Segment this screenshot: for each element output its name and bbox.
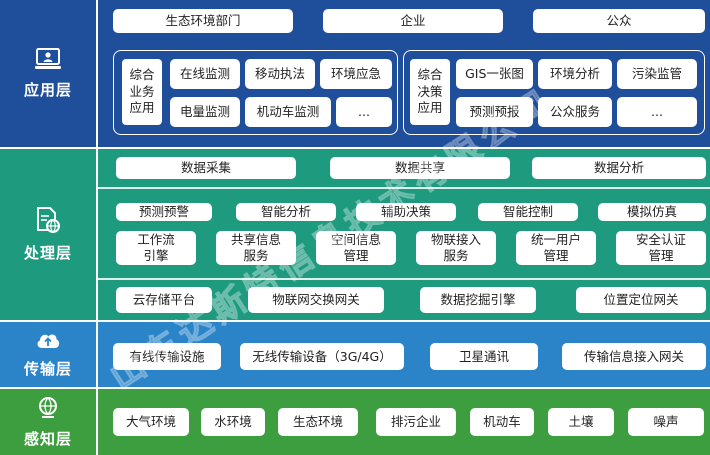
gis-map: GIS一张图 [456,59,533,89]
environment-analysis: 环境分析 [538,59,612,89]
computer-user-icon [35,48,61,69]
sensing-layer-title: 感知层 [23,429,72,448]
workflow-engine: 工作流引擎 [116,231,196,265]
atmosphere-environment: 大气环境 [113,408,189,436]
business-application-group: 综合业务应用 在线监测 移动执法 环境应急 电量监测 机动车监测 ... [113,50,398,135]
wired-transmission: 有线传输设施 [113,343,221,370]
pollution-supervision: 污染监管 [617,59,697,89]
business-application-title: 综合业务应用 [122,59,162,125]
audience-public: 公众 [533,9,705,33]
processing-layer-content: 数据采集 数据共享 数据分析 预测预警 智能分析 辅助决策 智能控制 模拟仿真 … [98,149,710,320]
mobile-enforcement: 移动执法 [245,59,315,89]
simulation: 模拟仿真 [598,203,706,221]
data-mining-engine: 数据挖掘引擎 [420,287,536,313]
processing-layer: 处理层 数据采集 数据共享 数据分析 预测预警 智能分析 辅助决策 智能控制 模… [0,149,710,320]
sensing-layer-label-panel: 感知层 [0,389,96,455]
application-layer-title: 应用层 [23,81,72,99]
data-collection: 数据采集 [116,157,296,179]
transport-layer-label-panel: 传输层 [0,322,96,387]
security-auth-management: 安全认证管理 [616,231,706,265]
forecast-prediction: 预测预报 [456,97,533,127]
transport-layer-title: 传输层 [23,360,72,378]
sensing-layer-content: 大气环境 水环境 生态环境 排污企业 机动车 土壤 噪声 [98,389,710,455]
intelligent-control: 智能控制 [478,203,578,221]
application-layer-label-panel: 应用层 [0,0,96,147]
polluting-enterprise: 排污企业 [376,408,456,436]
document-globe-icon [37,207,60,233]
processing-divider-2 [98,278,710,280]
transport-layer: 传输层 有线传输设施 无线传输设备（3G/4G） 卫星通讯 传输信息接入网关 [0,322,710,387]
public-service: 公众服务 [538,97,612,127]
decision-support: 辅助决策 [356,203,456,221]
motor-vehicle: 机动车 [470,408,534,436]
audience-environment-dept: 生态环境部门 [113,9,293,33]
vehicle-monitoring: 机动车监测 [245,97,331,127]
cloud-storage-platform: 云存储平台 [116,287,212,313]
application-layer: 应用层 生态环境部门 企业 公众 综合业务应用 在线监测 移动执法 环境应急 电… [0,0,710,147]
decision-more: ... [617,97,697,127]
application-layer-content: 生态环境部门 企业 公众 综合业务应用 在线监测 移动执法 环境应急 电量监测 … [98,0,710,147]
wireless-transmission: 无线传输设备（3G/4G） [240,343,404,370]
satellite-communication: 卫星通讯 [430,343,538,370]
processing-layer-title: 处理层 [23,244,72,262]
intelligent-analysis: 智能分析 [236,203,336,221]
data-sharing: 数据共享 [330,157,510,179]
audience-enterprise: 企业 [323,9,503,33]
power-monitoring: 电量监测 [170,97,240,127]
unified-user-management: 统一用户管理 [516,231,596,265]
spatial-info-management: 空间信息管理 [316,231,396,265]
iot-exchange-gateway: 物联网交换网关 [248,287,384,313]
water-environment: 水环境 [201,408,265,436]
soil: 土壤 [548,408,614,436]
processing-layer-label-panel: 处理层 [0,149,96,320]
iot-access-service: 物联接入服务 [416,231,496,265]
processing-divider-1 [98,187,710,189]
forecast-warning: 预测预警 [116,203,212,221]
decision-application-group: 综合决策应用 GIS一张图 环境分析 污染监管 预测预报 公众服务 ... [403,50,705,135]
online-monitoring: 在线监测 [170,59,240,89]
decision-application-title: 综合决策应用 [410,59,450,125]
shared-info-service: 共享信息服务 [216,231,296,265]
location-gateway: 位置定位网关 [576,287,706,313]
transmission-access-gateway: 传输信息接入网关 [562,343,706,370]
business-more: ... [336,97,392,127]
data-analysis: 数据分析 [532,157,706,179]
sensing-layer: 感知层 大气环境 水环境 生态环境 排污企业 机动车 土壤 噪声 [0,389,710,455]
globe-pin-icon [39,396,57,418]
environment-emergency: 环境应急 [320,59,392,89]
ecological-environment: 生态环境 [278,408,358,436]
noise: 噪声 [628,408,704,436]
transport-layer-content: 有线传输设施 无线传输设备（3G/4G） 卫星通讯 传输信息接入网关 [98,322,710,387]
cloud-upload-icon [37,334,60,348]
